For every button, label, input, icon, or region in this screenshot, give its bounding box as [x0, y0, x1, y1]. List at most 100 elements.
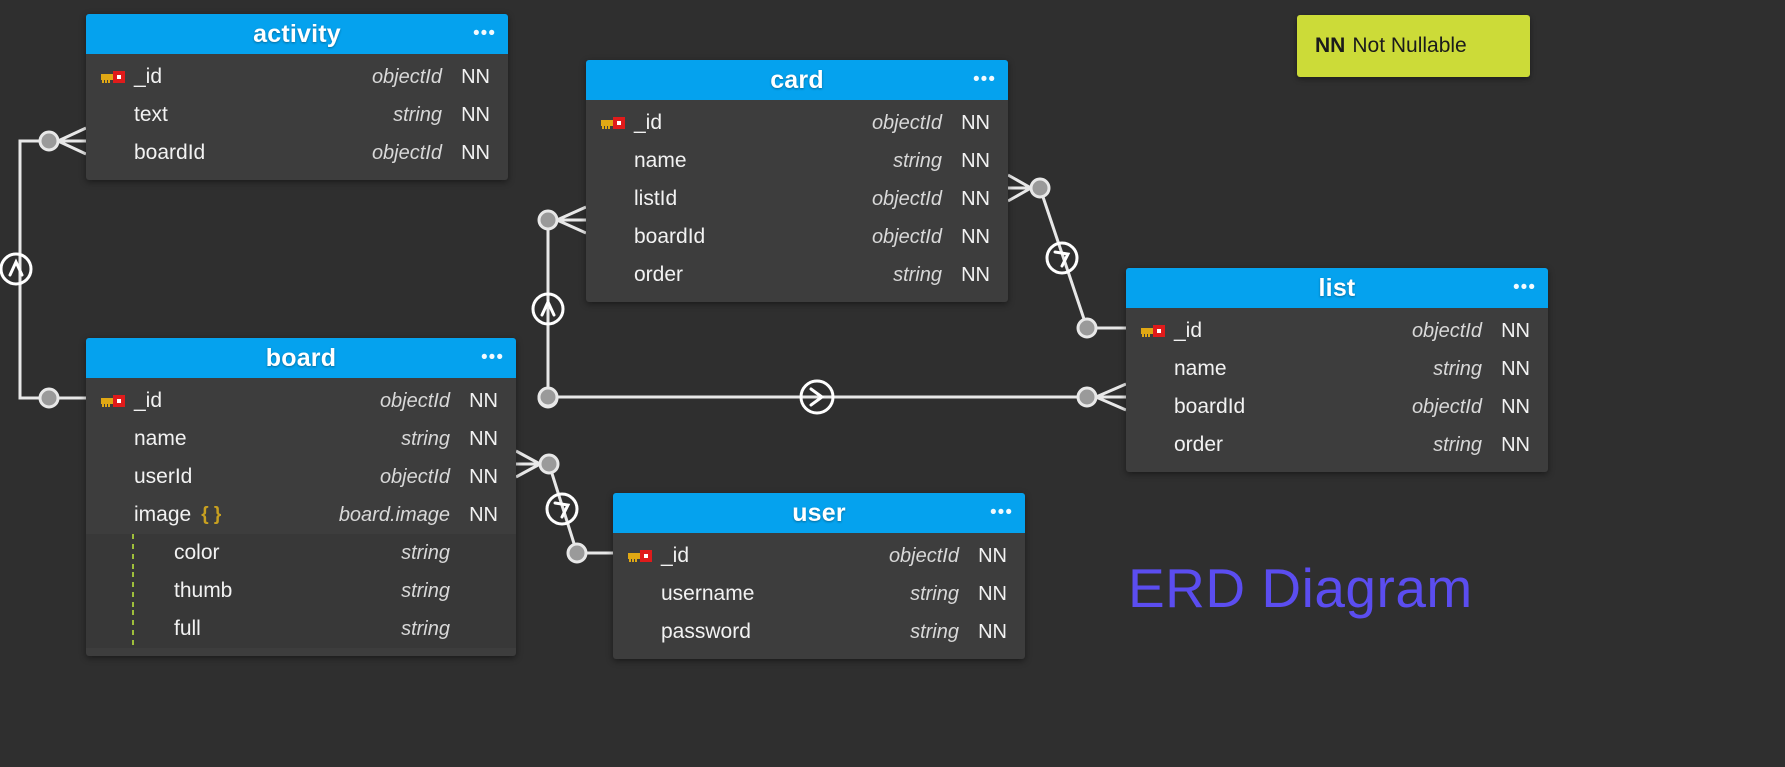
- field-row[interactable]: order string NN: [1126, 426, 1548, 464]
- field-name: username: [661, 582, 755, 605]
- field-type: string: [1433, 433, 1482, 456]
- field-name: order: [1174, 433, 1224, 456]
- primary-key-icon: [101, 71, 125, 83]
- field-name: password: [661, 620, 751, 643]
- field-type: string: [910, 582, 959, 605]
- field-name: name: [134, 427, 187, 450]
- field-name: _id: [134, 65, 163, 88]
- entity-header-list[interactable]: list •••: [1126, 268, 1548, 308]
- field-type: string: [401, 427, 450, 450]
- field-type: string: [1433, 357, 1482, 380]
- field-name: name: [1174, 357, 1227, 380]
- field-not-null-badge: NN: [469, 503, 498, 526]
- nested-guide-line: [132, 610, 134, 648]
- entity-title: list: [1318, 273, 1356, 302]
- field-name: listId: [634, 187, 678, 210]
- field-not-null-badge: NN: [961, 225, 990, 248]
- field-not-null-badge: NN: [961, 149, 990, 172]
- field-type: objectId: [379, 389, 450, 412]
- field-not-null-badge: NN: [978, 620, 1007, 643]
- field-type: string: [910, 620, 959, 643]
- primary-key-icon: [101, 395, 125, 407]
- field-name: boardId: [1174, 395, 1246, 418]
- entity-menu-icon[interactable]: •••: [473, 23, 496, 44]
- entity-title: activity: [253, 19, 341, 48]
- entity-menu-icon[interactable]: •••: [973, 69, 996, 90]
- field-name: boardId: [134, 141, 206, 164]
- relationship-board-activity: [0, 126, 87, 409]
- diagram-caption: ERD Diagram: [1128, 557, 1473, 619]
- relationship-board-card: [531, 205, 587, 409]
- field-row[interactable]: password string NN: [613, 613, 1025, 651]
- field-not-null-badge: NN: [461, 141, 490, 164]
- field-name: full: [174, 617, 201, 640]
- entity-menu-icon[interactable]: •••: [1513, 277, 1536, 298]
- field-not-null-badge: NN: [961, 187, 990, 210]
- legend-text: Not Nullable: [1352, 34, 1467, 57]
- field-name: color: [174, 541, 220, 564]
- field-not-null-badge: NN: [469, 389, 498, 412]
- primary-key-slot: [600, 115, 634, 131]
- entity-title: user: [792, 498, 846, 527]
- field-name: _id: [634, 111, 663, 134]
- legend-not-nullable: NN Not Nullable: [1297, 15, 1530, 77]
- field-not-null-badge: NN: [961, 111, 990, 134]
- relationship-list-card: [1007, 173, 1126, 339]
- field-name: text: [134, 103, 168, 126]
- entity-header-board[interactable]: board •••: [86, 338, 516, 378]
- primary-key-icon: [601, 117, 625, 129]
- relationship-board-list: [537, 379, 1127, 415]
- field-type: objectId: [888, 544, 959, 567]
- field-name: order: [634, 263, 684, 286]
- legend-abbr: NN: [1315, 34, 1346, 57]
- field-not-null-badge: NN: [1501, 319, 1530, 342]
- entity-menu-icon[interactable]: •••: [990, 502, 1013, 523]
- entity-menu-icon[interactable]: •••: [481, 347, 504, 368]
- field-not-null-badge: NN: [961, 263, 990, 286]
- field-not-null-badge: NN: [461, 103, 490, 126]
- entity-header-user[interactable]: user •••: [613, 493, 1025, 533]
- field-name: _id: [1174, 319, 1203, 342]
- object-braces-icon: { }: [201, 504, 222, 525]
- entity-title: card: [770, 65, 824, 94]
- entity-title: board: [265, 343, 337, 372]
- primary-key-slot: [627, 548, 661, 564]
- entity-header-card[interactable]: card •••: [586, 60, 1008, 100]
- field-name: name: [634, 149, 687, 172]
- entity-header-activity[interactable]: activity •••: [86, 14, 508, 54]
- primary-key-icon: [1141, 325, 1165, 337]
- field-not-null-badge: NN: [1501, 395, 1530, 418]
- field-not-null-badge: NN: [461, 65, 490, 88]
- field-type: string: [401, 579, 450, 602]
- field-not-null-badge: NN: [1501, 433, 1530, 456]
- primary-key-icon: [628, 550, 652, 562]
- primary-key-slot: [1140, 323, 1174, 339]
- field-row[interactable]: username string NN: [613, 575, 1025, 613]
- field-not-null-badge: NN: [978, 582, 1007, 605]
